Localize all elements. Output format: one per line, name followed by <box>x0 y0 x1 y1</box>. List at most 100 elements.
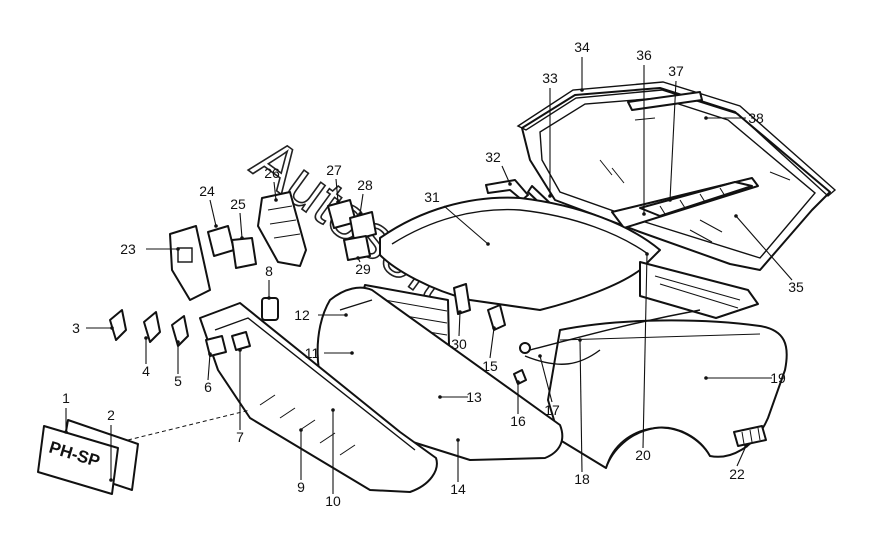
callout-36: 36 <box>636 47 652 63</box>
leader-dot-11 <box>350 351 354 355</box>
callout-25: 25 <box>230 196 246 212</box>
leader-line-22 <box>736 445 747 467</box>
leader-line-27 <box>335 178 339 203</box>
leader-dot-17 <box>538 354 542 358</box>
leader-dot-1 <box>64 430 68 434</box>
leader-dot-15 <box>492 326 496 330</box>
callout-22: 22 <box>729 466 745 482</box>
leader-line-35 <box>735 215 793 281</box>
leader-dot-10 <box>331 408 335 412</box>
leader-dot-33 <box>548 194 552 198</box>
leader-line-17 <box>539 355 553 403</box>
leader-dot-31 <box>486 242 490 246</box>
small-brackets <box>109 309 189 347</box>
leader-dot-16 <box>516 380 520 384</box>
leader-dot-24 <box>214 224 218 228</box>
callout-6: 6 <box>204 379 212 395</box>
leader-line-25 <box>239 212 243 239</box>
leader-line-30 <box>458 311 461 337</box>
leader-line-15 <box>489 327 495 359</box>
callout-37: 37 <box>668 63 684 79</box>
leader-dot-30 <box>458 310 462 314</box>
leader-dot-2 <box>109 478 113 482</box>
leader-dot-9 <box>299 428 303 432</box>
leader-dot-4 <box>144 336 148 340</box>
hood <box>379 196 661 311</box>
callout-16: 16 <box>510 413 526 429</box>
leader-dot-8 <box>267 296 271 300</box>
leader-line-20 <box>642 253 648 449</box>
callout-2: 2 <box>107 407 115 423</box>
callout-10: 10 <box>325 493 341 509</box>
callout-13: 13 <box>466 389 482 405</box>
leader-dot-12 <box>344 313 348 317</box>
bumper-corner-lights <box>205 331 251 357</box>
leader-line-18 <box>579 339 583 473</box>
callout-7: 7 <box>236 429 244 445</box>
callout-19: 19 <box>770 370 786 386</box>
leader-dot-6 <box>208 352 212 356</box>
callout-18: 18 <box>574 471 590 487</box>
leader-dot-7 <box>238 348 242 352</box>
leader-line-24 <box>209 199 217 227</box>
bumper-clip <box>261 297 279 321</box>
leader-line-32 <box>501 165 511 185</box>
leader-dot-3 <box>110 326 114 330</box>
leader-dot-28 <box>358 212 362 216</box>
callout-34: 34 <box>574 39 590 55</box>
leader-dot-36 <box>642 212 646 216</box>
front-fender <box>547 319 788 469</box>
headlamp-parts <box>169 191 471 315</box>
callout-15: 15 <box>482 358 498 374</box>
callout-8: 8 <box>265 263 273 279</box>
leader-dot-34 <box>580 88 584 92</box>
callout-30: 30 <box>451 336 467 352</box>
leader-dot-38 <box>704 116 708 120</box>
callout-17: 17 <box>544 402 560 418</box>
leader-dot-37 <box>668 198 672 202</box>
callout-5: 5 <box>174 373 182 389</box>
callout-4: 4 <box>142 363 150 379</box>
leader-dot-32 <box>508 182 512 186</box>
leader-dot-14 <box>456 438 460 442</box>
callout-24: 24 <box>199 183 215 199</box>
leader-line-28 <box>359 193 364 215</box>
leader-dot-26 <box>274 198 278 202</box>
leader-dot-27 <box>336 200 340 204</box>
callout-20: 20 <box>635 447 651 463</box>
leader-dot-23 <box>176 247 180 251</box>
support-rod <box>519 309 701 365</box>
leader-dot-13 <box>438 395 442 399</box>
hood-latch <box>487 304 527 385</box>
callout-23: 23 <box>120 241 136 257</box>
callout-38: 38 <box>748 110 764 126</box>
fender-repair-piece <box>733 425 767 447</box>
leader-dot-22 <box>744 444 748 448</box>
callout-29: 29 <box>355 261 371 277</box>
callout-3: 3 <box>72 320 80 336</box>
windshield <box>521 87 831 271</box>
leader-dot-18 <box>578 338 582 342</box>
leader-line-6 <box>207 353 211 381</box>
callout-14: 14 <box>450 481 466 497</box>
callout-1: 1 <box>62 390 70 406</box>
callout-28: 28 <box>357 177 373 193</box>
leader-line-31 <box>443 205 489 245</box>
callout-32: 32 <box>485 149 501 165</box>
callout-12: 12 <box>294 307 310 323</box>
windshield-moulding <box>516 81 837 229</box>
callout-11: 11 <box>305 345 320 361</box>
leader-dot-5 <box>176 340 180 344</box>
leader-dot-20 <box>645 252 649 256</box>
wiper-blade <box>611 177 759 229</box>
leader-dot-35 <box>734 214 738 218</box>
callout-31: 31 <box>424 189 440 205</box>
leader-line-37 <box>669 80 677 201</box>
bumper-bar <box>199 302 438 493</box>
callout-35: 35 <box>788 279 804 295</box>
callout-26: 26 <box>264 165 280 181</box>
leader-dot-19 <box>704 376 708 380</box>
callout-9: 9 <box>297 479 305 495</box>
